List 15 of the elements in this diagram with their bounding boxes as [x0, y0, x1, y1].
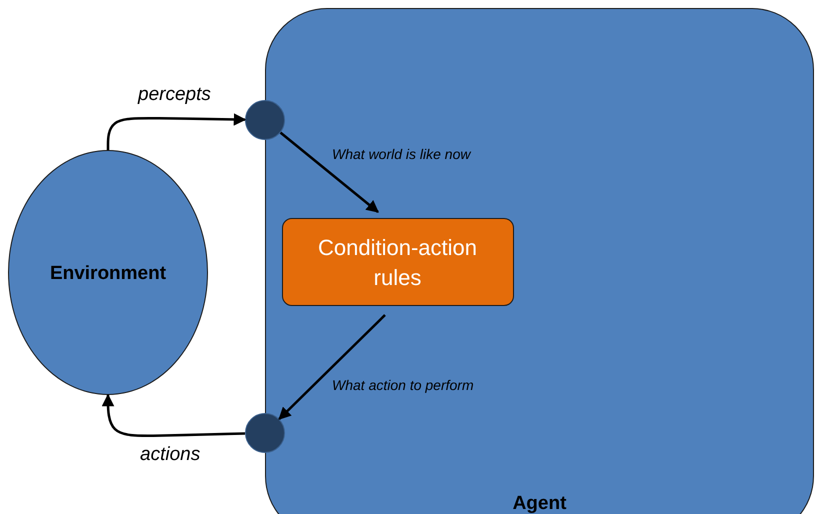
- edge-label: What world is like now: [332, 146, 470, 162]
- arrow: [278, 314, 386, 420]
- agent-label: Agent: [512, 493, 568, 514]
- agent-box: [265, 8, 814, 514]
- edge-label: percepts: [138, 84, 211, 106]
- rules-label: Condition-action rules: [317, 234, 478, 292]
- rules-box: [282, 218, 514, 306]
- arrow: [280, 132, 379, 213]
- sensor-circle: [245, 100, 285, 140]
- arrow: [106, 113, 246, 150]
- edge-label: What action to perform: [332, 377, 474, 393]
- actuator-circle: [245, 413, 285, 453]
- edge-label: actions: [140, 444, 200, 466]
- arrow: [102, 394, 246, 437]
- environment-label: Environment: [48, 263, 168, 285]
